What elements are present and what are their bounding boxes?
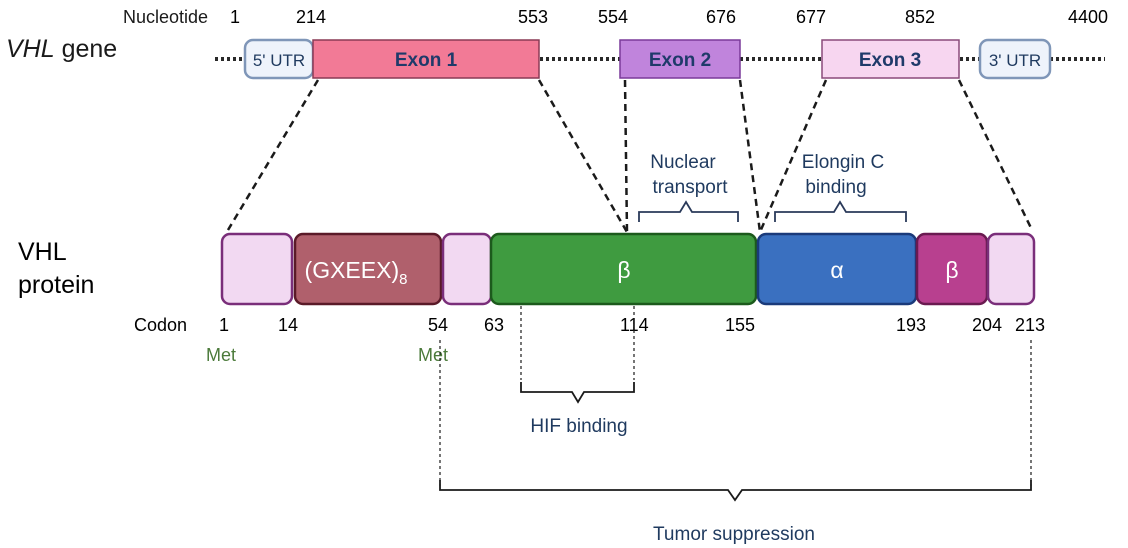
beta-domain-2-label: β (945, 257, 958, 283)
beta-domain-1 (489, 232, 758, 306)
n-terminal-box (220, 232, 294, 306)
nuclear-transport-line1: Nuclear (650, 152, 716, 173)
linker-box (441, 232, 493, 306)
protein-label-line1: VHL (18, 238, 67, 266)
utr3-label: 3' UTR (989, 51, 1041, 70)
exon2-box (619, 39, 741, 79)
nucleotide-label: Nucleotide (123, 7, 208, 27)
exon1-label: Exon 1 (395, 50, 458, 71)
exon3-box (821, 39, 960, 79)
codon-1: 1 (219, 315, 229, 335)
tumor-suppression-label: Tumor suppression (653, 524, 815, 545)
codon-204: 204 (972, 315, 1002, 335)
met-label-1: Met (206, 345, 236, 365)
codon-155: 155 (725, 315, 755, 335)
nucleotide-553: 553 (518, 7, 548, 27)
utr3-box (978, 38, 1052, 80)
nuclear-transport-line2: transport (653, 177, 729, 198)
exon1-box (312, 39, 540, 79)
nucleotide-4400: 4400 (1068, 7, 1108, 27)
elongin-line1: Elongin C (802, 152, 884, 173)
met-label-2: Met (418, 345, 448, 365)
alpha-domain-label: α (830, 257, 843, 283)
exon3-label: Exon 3 (859, 50, 921, 71)
hif-binding-label: HIF binding (530, 416, 627, 437)
beta-domain-1-label: β (617, 257, 630, 283)
protein-label-line2: protein (18, 271, 94, 299)
gene-title: VHL gene (6, 35, 117, 63)
codon-193: 193 (896, 315, 926, 335)
repeat-domain-label: (GXEEX)8 (305, 257, 408, 288)
elongin-line2: binding (805, 177, 866, 198)
nucleotide-214: 214 (296, 7, 326, 27)
hif-binding-bracket (520, 382, 635, 404)
c-terminal-box (986, 232, 1036, 306)
exon-mapping-lines (226, 79, 1034, 233)
tumor-suppression-guides (439, 340, 1032, 486)
nucleotide-1: 1 (230, 7, 240, 27)
repeat-domain (293, 232, 443, 306)
codon-213: 213 (1015, 315, 1045, 335)
codon-63: 63 (484, 315, 504, 335)
exon2-label: Exon 2 (649, 50, 711, 71)
elongin-bracket (774, 200, 907, 222)
codon-label: Codon (134, 315, 187, 335)
codon-14: 14 (278, 315, 298, 335)
utr5-label: 5' UTR (253, 51, 305, 70)
nucleotide-852: 852 (905, 7, 935, 27)
codon-54: 54 (428, 315, 448, 335)
hif-binding-guides (520, 306, 635, 380)
nucleotide-677: 677 (796, 7, 826, 27)
nucleotide-554: 554 (598, 7, 628, 27)
nuclear-transport-bracket (638, 200, 739, 222)
tumor-suppression-bracket (439, 480, 1032, 502)
nucleotide-676: 676 (706, 7, 736, 27)
